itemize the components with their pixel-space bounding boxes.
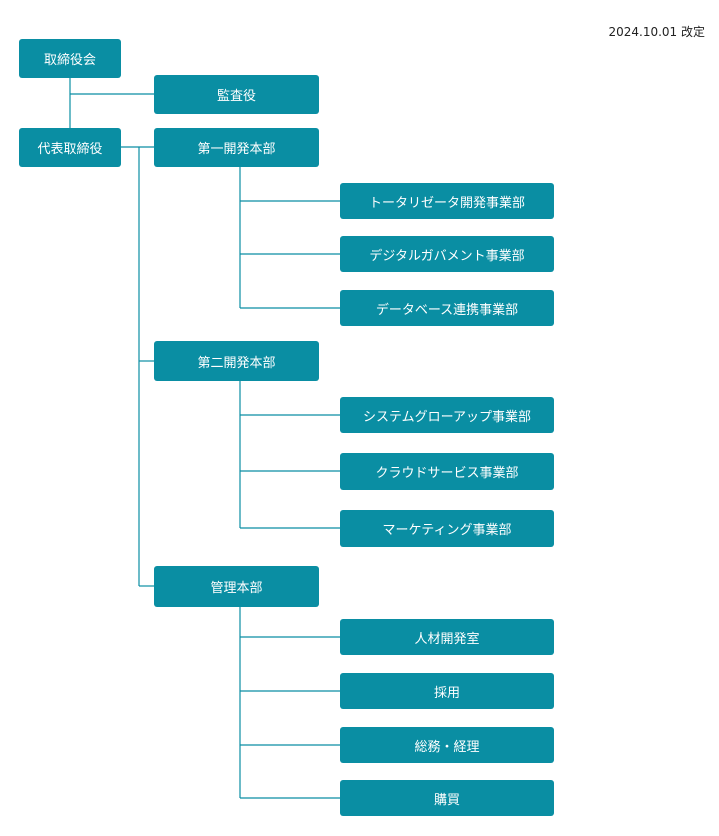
department-box: 採用 xyxy=(340,673,554,709)
department-box: データベース連携事業部 xyxy=(340,290,554,326)
department-box: 総務・経理 xyxy=(340,727,554,763)
auditor-box: 監査役 xyxy=(154,75,319,114)
division-box-2: 第二開発本部 xyxy=(154,341,319,381)
department-box: トータリゼータ開発事業部 xyxy=(340,183,554,219)
revised-date: 2024.10.01 改定 xyxy=(608,25,705,39)
board-box: 取締役会 xyxy=(19,39,121,78)
department-box: 購買 xyxy=(340,780,554,816)
department-box: デジタルガバメント事業部 xyxy=(340,236,554,272)
department-box: マーケティング事業部 xyxy=(340,510,554,547)
ceo-box: 代表取締役 xyxy=(19,128,121,167)
division-box-1: 第一開発本部 xyxy=(154,128,319,167)
department-box: 人材開発室 xyxy=(340,619,554,655)
division-box-3: 管理本部 xyxy=(154,566,319,607)
department-box: システムグローアップ事業部 xyxy=(340,397,554,433)
department-box: クラウドサービス事業部 xyxy=(340,453,554,490)
